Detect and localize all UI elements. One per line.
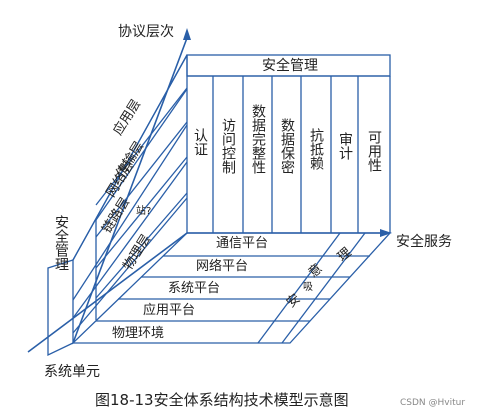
layer-divider <box>95 87 188 206</box>
unit-axis-label: 系统单元 <box>44 364 100 380</box>
layer-divider <box>72 161 188 319</box>
unit-label: 通信平台 <box>216 236 268 251</box>
service-label: 访问控制 <box>220 118 236 174</box>
layer-divider <box>72 197 188 334</box>
service-label: 抗抵赖 <box>308 128 324 170</box>
layer-divider <box>95 156 188 269</box>
service-axis-label: 安全服务 <box>396 233 452 250</box>
protocol-axis-line <box>72 37 188 344</box>
service-label: 数据保密 <box>279 118 295 174</box>
side-management-frame <box>47 259 74 357</box>
unit-label: 物理环境 <box>112 326 164 341</box>
floor-side-divider <box>257 232 341 344</box>
layer-divider <box>95 121 188 238</box>
layer-divider <box>95 88 188 221</box>
layer-divider <box>72 54 188 261</box>
service-label: 认证 <box>192 128 208 156</box>
floor-mark: 安 <box>284 291 304 311</box>
service-label: 数据完整性 <box>250 104 266 174</box>
floor-mark: 理 <box>335 245 355 265</box>
layer-mark: 站? <box>136 204 151 217</box>
unit-label: 系统平台 <box>168 281 220 296</box>
floor-frame <box>73 232 392 344</box>
service-label: 可用性 <box>366 130 382 172</box>
top-management-label: 安全管理 <box>262 57 318 74</box>
figure-caption: 图18-13安全体系结构技术模型示意图 <box>95 391 349 409</box>
layer-divider <box>95 192 188 299</box>
layer-divider <box>72 124 188 301</box>
floor-mark: 意 <box>305 260 325 281</box>
side-management-label: 安全管理 <box>53 215 69 271</box>
service-label: 审计 <box>337 132 353 160</box>
layer-label: 网络层 <box>103 159 137 201</box>
unit-label: 应用平台 <box>143 302 195 318</box>
unit-label: 网络平台 <box>196 258 248 274</box>
protocol-axis-label: 协议层次 <box>118 24 174 40</box>
arrow-up-icon <box>183 28 191 40</box>
layer-label: 应用层 <box>110 97 144 139</box>
floor-side-divider <box>281 232 366 344</box>
watermark: CSDN @Hvitur <box>400 398 465 408</box>
floor-mark: 吸 <box>303 282 313 293</box>
layer-label: 物理层 <box>121 232 154 273</box>
